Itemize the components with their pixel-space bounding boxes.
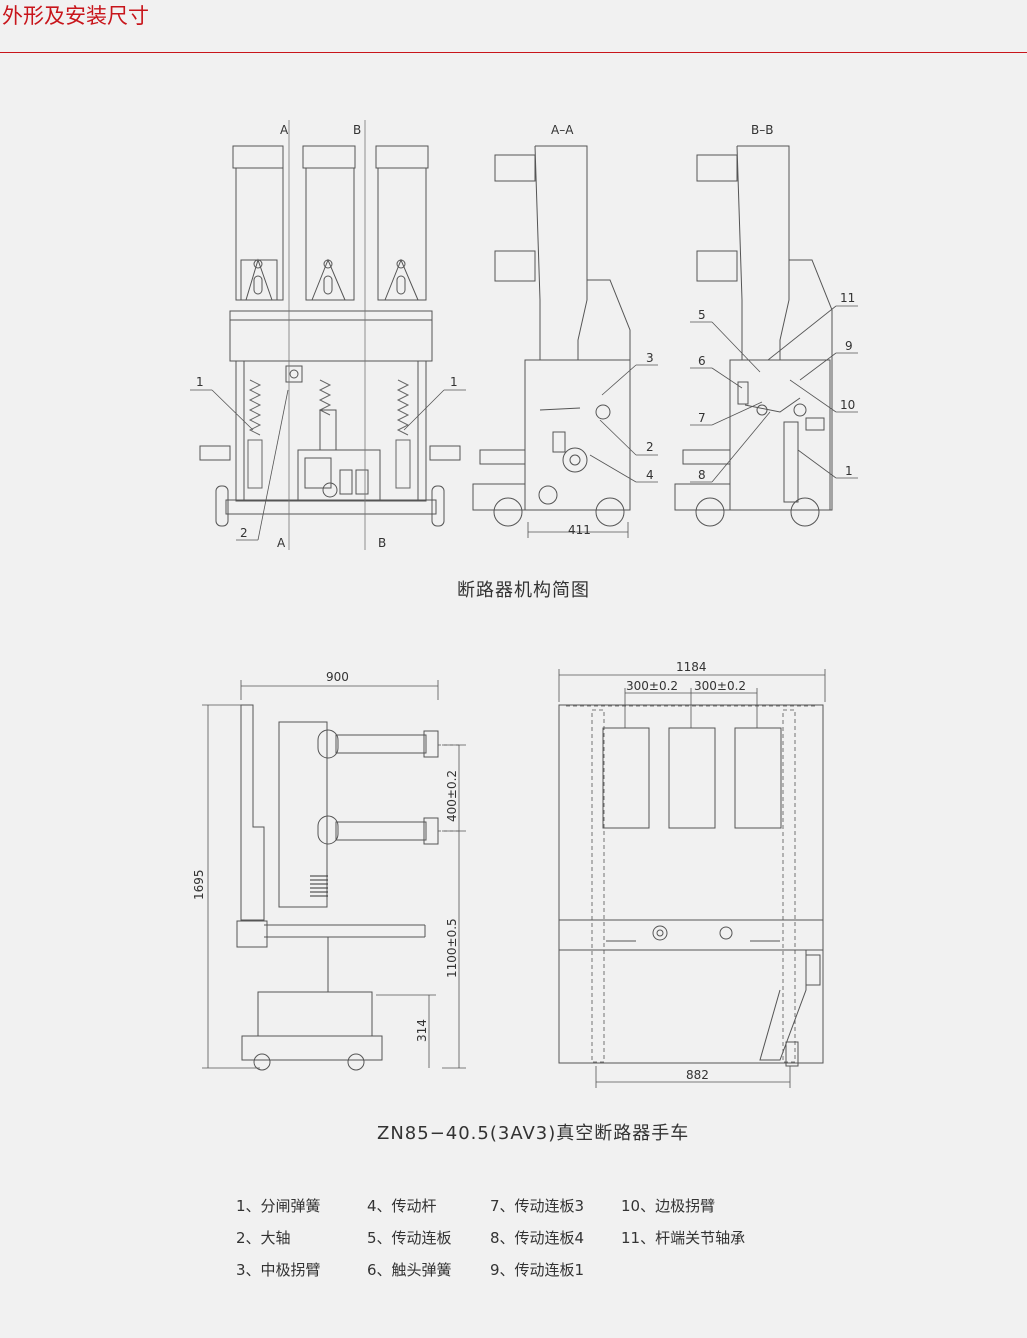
- front-view-labels: A B A B 1 1 2: [196, 123, 458, 550]
- pole-right: [375, 145, 429, 301]
- callout-front-1-left: 1: [196, 375, 204, 389]
- callout-bb-6: 6: [698, 354, 706, 368]
- dim-front-wheelbase: 882: [686, 1068, 709, 1082]
- callout-aa-3: 3: [646, 351, 654, 365]
- section-bb-title: B–B: [751, 123, 773, 137]
- section-a-top: A: [280, 123, 289, 137]
- pole-left: [232, 145, 284, 301]
- callout-aa-2: 2: [646, 440, 654, 454]
- legend-item: 9、传动连板1: [490, 1261, 585, 1279]
- page-title: 外形及安装尺寸: [2, 4, 149, 28]
- callout-bb-1: 1: [845, 464, 853, 478]
- dim-side-pitch: 400±0.2: [445, 770, 459, 822]
- callout-front-2: 2: [240, 526, 248, 540]
- side-view: [202, 680, 466, 1071]
- page-header: 外形及安装尺寸: [0, 0, 1027, 53]
- section-bb-labels: B–B 5 6 7 8 11 9 10 1: [698, 123, 855, 482]
- legend-item: 1、分闸弹簧: [236, 1197, 321, 1215]
- front-view: [190, 120, 466, 550]
- callout-bb-11: 11: [840, 291, 855, 305]
- dim-side-width: 900: [326, 670, 349, 684]
- dim-side-height: 1695: [192, 869, 206, 900]
- legend-item: 11、杆端关节轴承: [621, 1229, 746, 1247]
- legend-item: 3、中极拐臂: [236, 1261, 321, 1279]
- callout-bb-5: 5: [698, 308, 706, 322]
- legend-item: 7、传动连板3: [490, 1197, 585, 1215]
- legend-item: 2、大轴: [236, 1229, 291, 1247]
- side-view-labels: 900 1695 400±0.2 1100±0.5 314: [192, 670, 459, 1042]
- figure1-caption: 断路器机构简图: [457, 580, 590, 601]
- section-a-bottom: A: [277, 536, 286, 550]
- callout-front-1-right: 1: [450, 375, 458, 389]
- dim-front-pitch-2: 300±0.2: [694, 679, 746, 693]
- callout-bb-7: 7: [698, 411, 706, 425]
- dim-side-base: 314: [415, 1019, 429, 1042]
- legend-item: 5、传动连板: [367, 1229, 452, 1247]
- figure2-caption: ZN85−40.5(3AV3)真空断路器手车: [377, 1123, 690, 1144]
- dim-side-lower: 1100±0.5: [445, 918, 459, 978]
- legend-item: 10、边极拐臂: [621, 1197, 716, 1215]
- section-bb-view: [674, 145, 858, 527]
- section-aa-title: A–A: [551, 123, 574, 137]
- section-b-top: B: [353, 123, 361, 137]
- dim-front-pitch-1: 300±0.2: [626, 679, 678, 693]
- section-b-bottom: B: [378, 536, 386, 550]
- callout-bb-8: 8: [698, 468, 706, 482]
- pole-middle: [302, 145, 356, 301]
- callout-aa-4: 4: [646, 468, 654, 482]
- legend-item: 6、触头弹簧: [367, 1261, 452, 1279]
- legend-item: 4、传动杆: [367, 1197, 437, 1215]
- section-aa-labels: A–A 3 2 4 411: [551, 123, 654, 537]
- parts-legend: 1、分闸弹簧 4、传动杆 7、传动连板3 10、边极拐臂 2、大轴 5、传动连板…: [236, 1195, 836, 1295]
- legend-item: 8、传动连板4: [490, 1229, 585, 1247]
- dim-front-width: 1184: [676, 660, 707, 674]
- front-view-2-labels: 1184 300±0.2 300±0.2 882: [626, 660, 746, 1082]
- dimension-aa-411: 411: [568, 523, 591, 537]
- front-view-2: [558, 669, 826, 1088]
- section-aa-view: [472, 145, 658, 538]
- callout-bb-9: 9: [845, 339, 853, 353]
- callout-bb-10: 10: [840, 398, 855, 412]
